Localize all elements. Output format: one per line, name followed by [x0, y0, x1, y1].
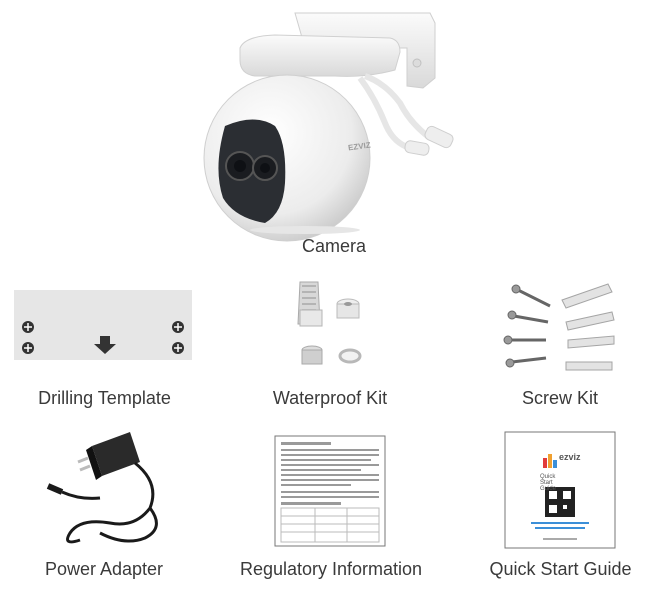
waterproof-kit-icon	[297, 281, 362, 365]
drilling-template-label: Drilling Template	[38, 388, 171, 408]
camera-label: Camera	[301, 236, 367, 256]
quick-start-guide-icon	[504, 431, 616, 549]
guide-title: Quick Start Guide	[540, 474, 557, 492]
regulatory-information-label: Regulatory Information	[239, 559, 423, 579]
drilling-template-icon	[14, 290, 192, 360]
power-adapter-icon	[46, 432, 158, 544]
guide-logo: ezviz	[559, 452, 581, 462]
quick-start-guide-label: Quick Start Guide	[489, 559, 632, 579]
regulatory-information-icon	[274, 435, 386, 547]
screw-kit-icon	[503, 283, 615, 371]
screw-kit-label: Screw Kit	[521, 388, 599, 408]
power-adapter-label: Power Adapter	[44, 559, 164, 579]
camera-icon	[203, 12, 454, 242]
waterproof-kit-label: Waterproof Kit	[272, 388, 388, 408]
